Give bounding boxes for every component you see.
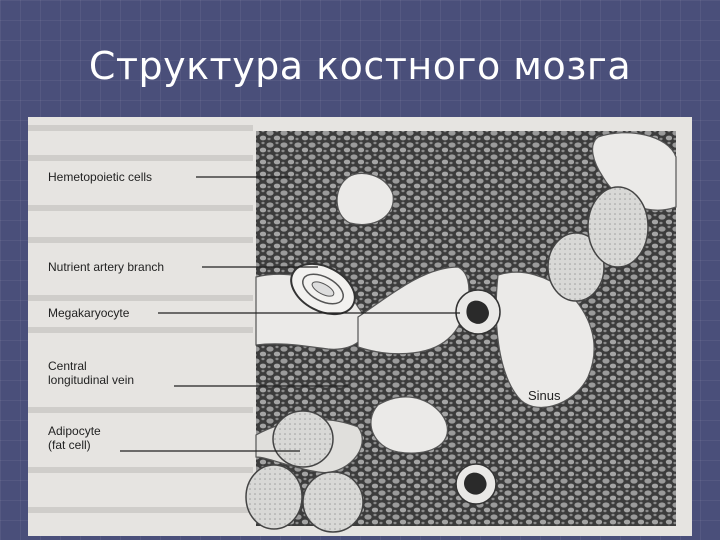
label-sinus: Sinus [528,388,561,403]
adipocyte-left-2 [245,464,303,530]
label-adipocyte: Adipocyte (fat cell) [48,424,101,452]
label-megakaryocyte: Megakaryocyte [48,306,130,320]
leader-lines [120,176,460,452]
top-right-sinus [591,132,677,211]
adipocyte-right-1 [547,232,605,302]
lower-sinus [370,396,449,454]
bone-marrow-figure: Hemetopoietic cells Nutrient artery bran… [28,117,692,536]
label-central-vein: Central longitudinal vein [48,359,135,387]
megakaryocyte-cell [455,289,501,335]
label-hemopoietic-cells: Hemetopoietic cells [48,170,153,184]
adipocyte-left-3 [302,471,364,533]
label-nutrient-artery: Nutrient artery branch [48,260,165,274]
megakaryocyte-cell-lower [455,463,497,505]
upper-sinus [336,172,394,226]
nutrient-artery [290,262,356,316]
adipocyte-left-1 [272,410,334,468]
adipocyte-right-2 [587,186,649,268]
slide-title: Структура костного мозга [88,44,632,88]
marrow-illustration [28,125,677,533]
